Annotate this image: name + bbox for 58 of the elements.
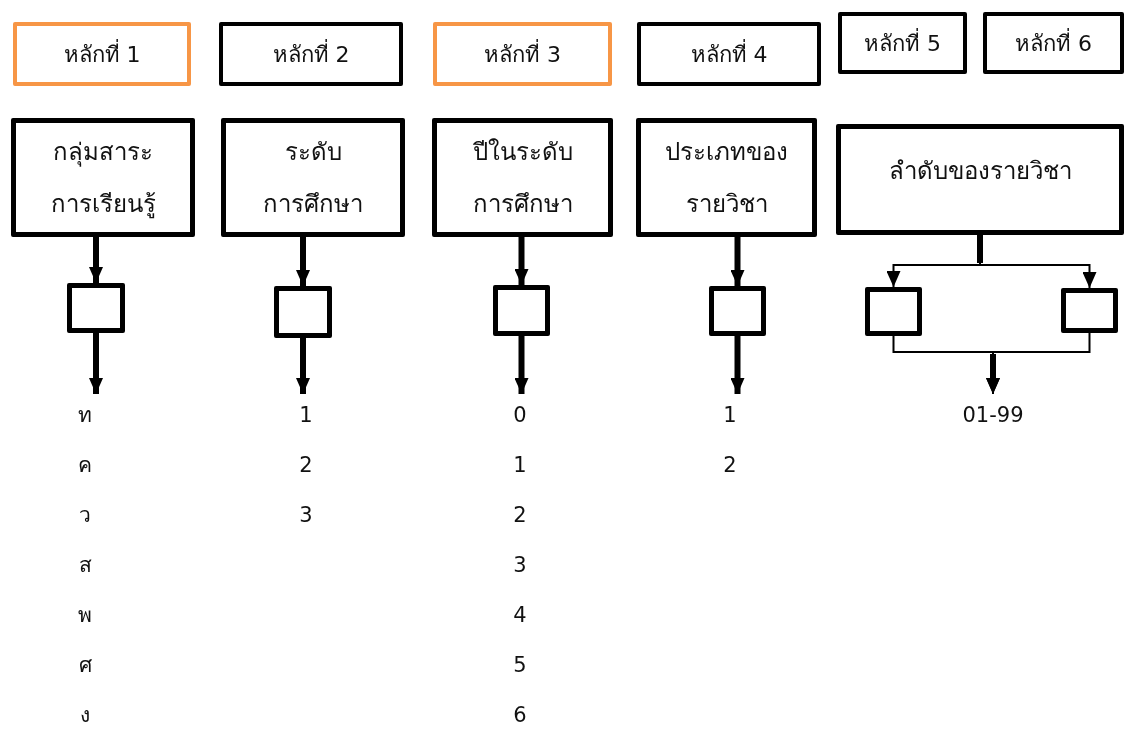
empty-box — [67, 283, 125, 333]
code-value: 4 — [513, 602, 527, 629]
code-value: 6 — [513, 702, 527, 729]
code-value: ง — [80, 702, 90, 729]
code-value: ศ — [78, 652, 92, 679]
category-label: ปีในระดับ การศึกษา — [471, 136, 574, 220]
arrow — [296, 237, 310, 286]
position-label: หลักที่ 5 — [864, 27, 941, 58]
code-value: ค — [78, 452, 92, 479]
arrow — [89, 237, 103, 283]
code-value: 1 — [723, 402, 737, 429]
position-label: หลักที่ 4 — [690, 38, 768, 69]
code-value: 0 — [513, 402, 527, 429]
arrow — [730, 237, 745, 286]
code-value: 5 — [513, 652, 527, 679]
position-label: หลักที่ 3 — [484, 38, 561, 69]
category-label: กลุ่มสาระ การเรียนรู้ — [49, 136, 157, 221]
empty-box — [865, 287, 922, 336]
digit-position-box — [13, 22, 191, 86]
category-label: ระดับ การศึกษา — [262, 136, 364, 220]
position-label: หลักที่ 1 — [63, 38, 141, 69]
empty-box — [274, 286, 332, 338]
code-value: ว — [79, 502, 91, 529]
arrow — [514, 336, 529, 394]
digit-position-box — [433, 22, 612, 86]
arrow — [514, 237, 529, 285]
arrow — [296, 338, 310, 394]
code-value: 3 — [513, 552, 527, 579]
empty-box — [1061, 288, 1118, 333]
code-value: 1 — [513, 452, 527, 479]
code-value: 2 — [299, 452, 313, 479]
category-label: ประเภทของ รายวิชา — [664, 136, 789, 220]
code-value: 1 — [299, 402, 313, 429]
position-label: หลักที่ 2 — [272, 38, 350, 69]
category-label: ลำดับของรายวิชา — [888, 156, 1072, 187]
position-label: หลักที่ 6 — [1015, 27, 1092, 58]
category-box — [221, 118, 405, 237]
empty-box — [493, 285, 550, 336]
arrow — [730, 336, 745, 394]
bracket-arrow — [986, 332, 1091, 395]
code-value: ส — [78, 552, 92, 579]
digit-position-box — [637, 22, 821, 86]
code-value: 2 — [513, 502, 527, 529]
category-box — [432, 118, 613, 237]
code-value: ท — [78, 402, 92, 429]
digit-position-box — [983, 12, 1124, 74]
digit-position-box — [838, 12, 967, 74]
code-value: พ — [78, 602, 92, 629]
digit-position-box — [219, 22, 403, 86]
category-box — [636, 118, 817, 237]
bracket-arrow — [979, 234, 1097, 289]
category-box — [836, 124, 1124, 235]
code-value: 2 — [723, 452, 737, 479]
empty-box — [709, 286, 766, 336]
code-value: 3 — [299, 502, 313, 529]
arrow — [89, 333, 103, 394]
code-value: 01-99 — [962, 402, 1024, 429]
category-box — [11, 118, 195, 237]
